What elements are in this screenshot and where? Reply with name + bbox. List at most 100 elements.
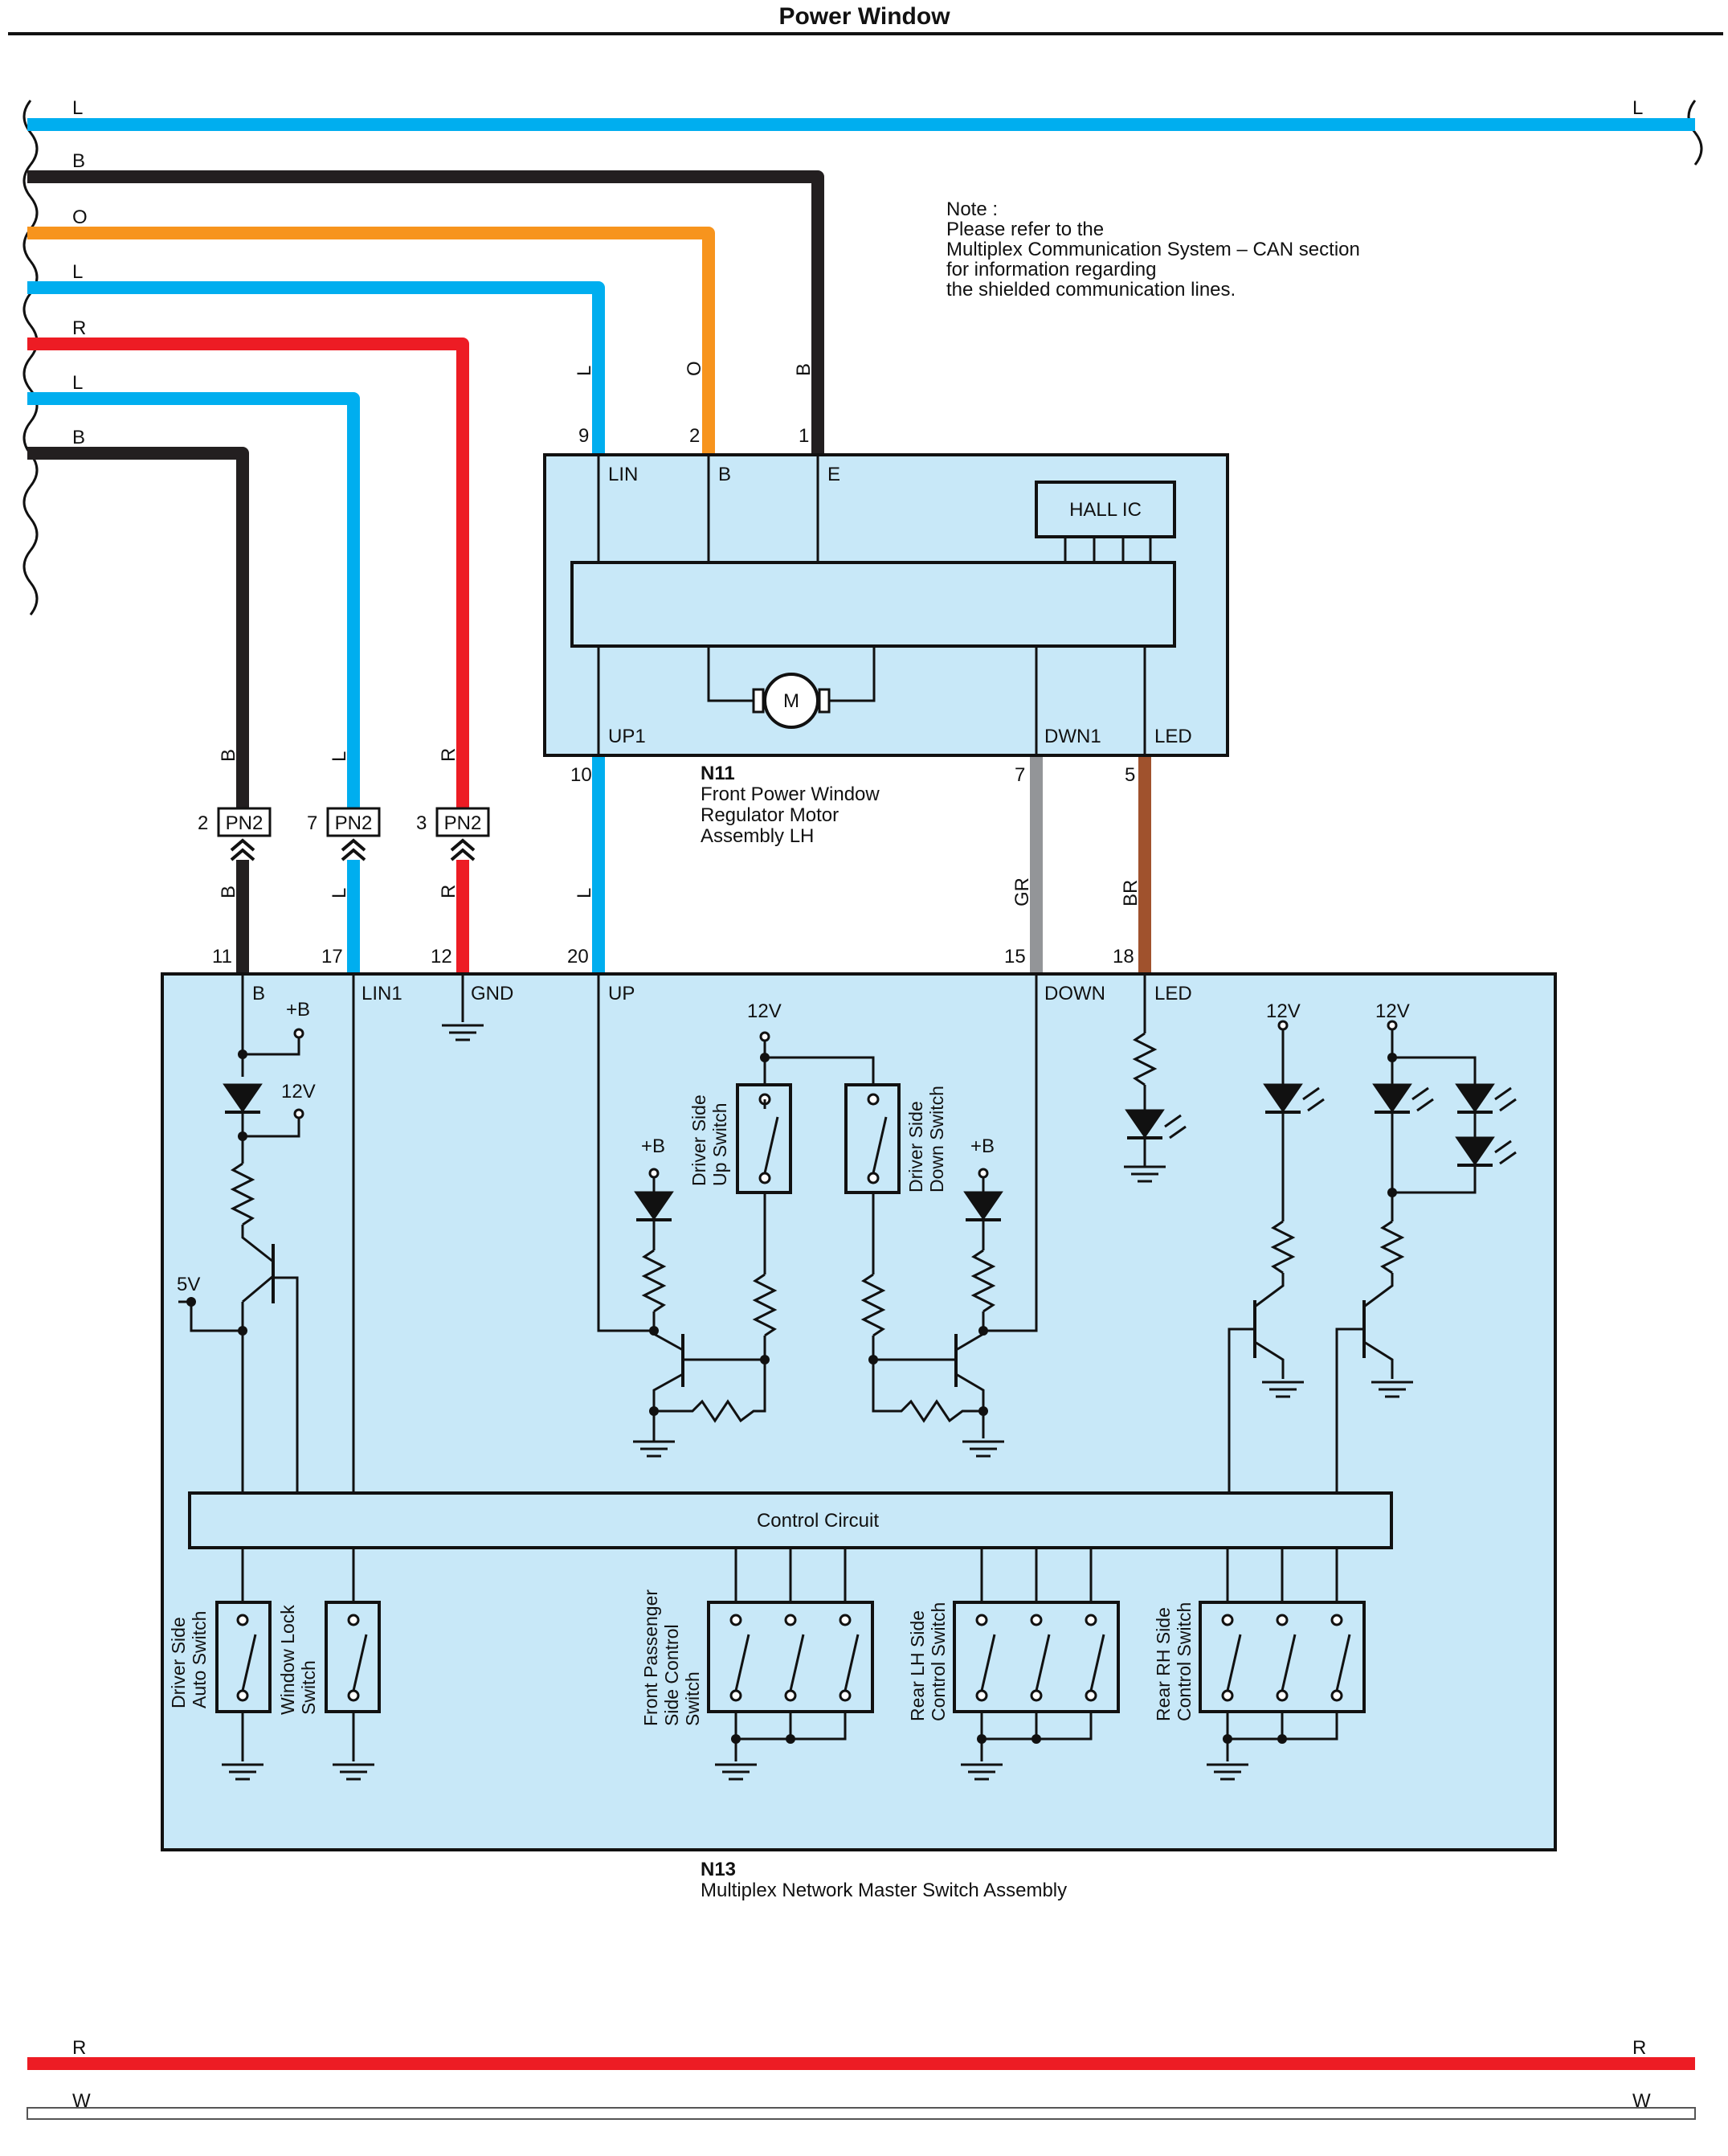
svg-text:L: L bbox=[72, 261, 83, 283]
wire-b-n11-pin1 bbox=[27, 170, 824, 455]
svg-text:R: R bbox=[72, 317, 86, 339]
svg-text:2: 2 bbox=[198, 812, 208, 834]
wire-o-n11-pin2 bbox=[27, 227, 715, 455]
svg-text:12V: 12V bbox=[281, 1081, 316, 1103]
svg-text:L: L bbox=[329, 888, 350, 898]
n13-terminal-names: B LIN1 GND UP DOWN LED bbox=[252, 983, 1192, 1004]
svg-text:O: O bbox=[72, 207, 88, 228]
wire-b-pn2-pin2 bbox=[27, 447, 249, 813]
svg-text:B: B bbox=[72, 150, 85, 172]
svg-text:LED: LED bbox=[1154, 983, 1192, 1004]
svg-text:E: E bbox=[827, 464, 840, 485]
svg-text:7: 7 bbox=[307, 812, 317, 834]
wire-r-pn2-pin3 bbox=[27, 338, 469, 813]
wire-l-pn2-pin7 bbox=[27, 392, 360, 813]
svg-text:L: L bbox=[72, 97, 83, 119]
svg-text:B: B bbox=[72, 427, 85, 448]
svg-text:LIN1: LIN1 bbox=[362, 983, 402, 1004]
svg-text:LIN: LIN bbox=[608, 464, 638, 485]
connector-pn2-pin3: PN2 3 bbox=[416, 807, 490, 861]
n13-internal-circuit bbox=[178, 974, 1517, 1495]
connector-pn2-pin7: PN2 7 bbox=[307, 807, 381, 861]
svg-text:Rear LH Side: Rear LH Side bbox=[907, 1610, 928, 1721]
svg-text:Switch: Switch bbox=[298, 1660, 319, 1715]
svg-text:18: 18 bbox=[1113, 946, 1134, 968]
window-lock-switch: Window Lock Switch bbox=[277, 1601, 381, 1715]
left-break-mark bbox=[22, 100, 39, 616]
pin-n11-10: 10 bbox=[570, 764, 592, 786]
svg-text:12: 12 bbox=[431, 946, 452, 968]
wire-l-n11-pin9 bbox=[27, 281, 605, 455]
svg-text:+B: +B bbox=[970, 1135, 995, 1157]
svg-text:Window Lock: Window Lock bbox=[277, 1605, 298, 1715]
svg-text:W: W bbox=[72, 2090, 91, 2112]
svg-text:R: R bbox=[72, 2037, 86, 2059]
svg-text:Front Passenger: Front Passenger bbox=[640, 1589, 661, 1726]
svg-text:B: B bbox=[718, 464, 731, 485]
junction-dots bbox=[731, 1734, 1287, 1744]
svg-text:L: L bbox=[329, 751, 350, 762]
svg-text:Down Switch: Down Switch bbox=[926, 1086, 947, 1193]
pin-n11-5: 5 bbox=[1125, 764, 1135, 786]
n13-pin-numbers: 11 17 12 20 15 18 bbox=[212, 946, 1134, 968]
wire-labels-vertical: L O B B L R B L R L GR BR bbox=[218, 361, 1142, 906]
wire-labels-left: L L B O L R L B R R W W bbox=[72, 97, 1651, 2112]
svg-text:UP: UP bbox=[608, 983, 635, 1004]
wire-bottom-w bbox=[27, 2107, 1696, 2120]
svg-text:N11: N11 bbox=[701, 763, 735, 784]
svg-text:9: 9 bbox=[578, 425, 589, 447]
motor-icon: M bbox=[752, 673, 831, 729]
svg-text:GR: GR bbox=[1011, 878, 1033, 906]
svg-text:the shielded communication lin: the shielded communication lines. bbox=[946, 279, 1236, 301]
svg-text:Control Circuit: Control Circuit bbox=[757, 1510, 879, 1532]
svg-text:DWN1: DWN1 bbox=[1044, 726, 1101, 747]
svg-text:B: B bbox=[218, 886, 239, 898]
svg-text:BR: BR bbox=[1120, 880, 1142, 906]
svg-text:Side Control: Side Control bbox=[661, 1624, 682, 1726]
note-block: Note : Please refer to the Multiplex Com… bbox=[946, 198, 1360, 301]
svg-text:11: 11 bbox=[212, 946, 232, 968]
control-circuit: Control Circuit bbox=[188, 1491, 1393, 1549]
svg-text:Driver Side: Driver Side bbox=[688, 1094, 709, 1186]
svg-text:12V: 12V bbox=[1266, 1000, 1301, 1022]
svg-text:Control Switch: Control Switch bbox=[1174, 1602, 1195, 1721]
n11-regulator-motor-assembly: 9 2 1 LIN B E HALL IC M UP1 bbox=[543, 425, 1229, 757]
svg-text:W: W bbox=[1632, 2090, 1651, 2112]
supply-labels: +B 12V 5V +B 12V +B 12V 12V bbox=[177, 999, 1410, 1295]
svg-text:17: 17 bbox=[321, 946, 343, 968]
svg-text:PN2: PN2 bbox=[335, 812, 373, 834]
svg-text:L: L bbox=[1632, 97, 1643, 119]
svg-text:N13: N13 bbox=[701, 1859, 736, 1880]
svg-text:LED: LED bbox=[1154, 726, 1192, 747]
pin-n11-7: 7 bbox=[1015, 764, 1025, 786]
svg-text:Note :: Note : bbox=[946, 198, 998, 220]
connector-pn2-pin2: PN2 2 bbox=[198, 807, 272, 861]
svg-text:+B: +B bbox=[641, 1135, 665, 1157]
svg-text:12V: 12V bbox=[747, 1000, 782, 1022]
svg-text:15: 15 bbox=[1004, 946, 1026, 968]
right-break-mark bbox=[1687, 100, 1703, 166]
svg-text:UP1: UP1 bbox=[608, 726, 646, 747]
svg-text:for information regarding: for information regarding bbox=[946, 259, 1156, 280]
svg-text:R: R bbox=[1632, 2037, 1646, 2059]
driver-side-down-switch: Driver Side Down Switch bbox=[844, 1083, 947, 1194]
svg-text:Assembly LH: Assembly LH bbox=[701, 825, 814, 847]
front-passenger-side-control-switch: Front Passenger Side Control Switch bbox=[640, 1589, 874, 1726]
svg-text:Control Switch: Control Switch bbox=[928, 1602, 949, 1721]
svg-text:Multiplex Communication System: Multiplex Communication System – CAN sec… bbox=[946, 239, 1360, 260]
svg-text:B: B bbox=[793, 363, 815, 376]
svg-text:1: 1 bbox=[799, 425, 809, 447]
svg-text:PN2: PN2 bbox=[226, 812, 263, 834]
svg-text:3: 3 bbox=[416, 812, 427, 834]
svg-text:+B: +B bbox=[286, 999, 310, 1021]
svg-text:HALL IC: HALL IC bbox=[1069, 499, 1142, 521]
svg-text:Driver Side: Driver Side bbox=[905, 1101, 926, 1193]
driver-side-up-switch: Driver Side Up Switch bbox=[688, 1083, 792, 1194]
n11-internal-controller bbox=[570, 561, 1176, 648]
svg-text:Front Power Window: Front Power Window bbox=[701, 783, 880, 805]
svg-text:O: O bbox=[684, 361, 705, 376]
driver-side-auto-switch: Driver Side Auto Switch bbox=[168, 1601, 272, 1713]
page-title: Power Window bbox=[778, 3, 950, 30]
svg-text:GND: GND bbox=[471, 983, 513, 1004]
